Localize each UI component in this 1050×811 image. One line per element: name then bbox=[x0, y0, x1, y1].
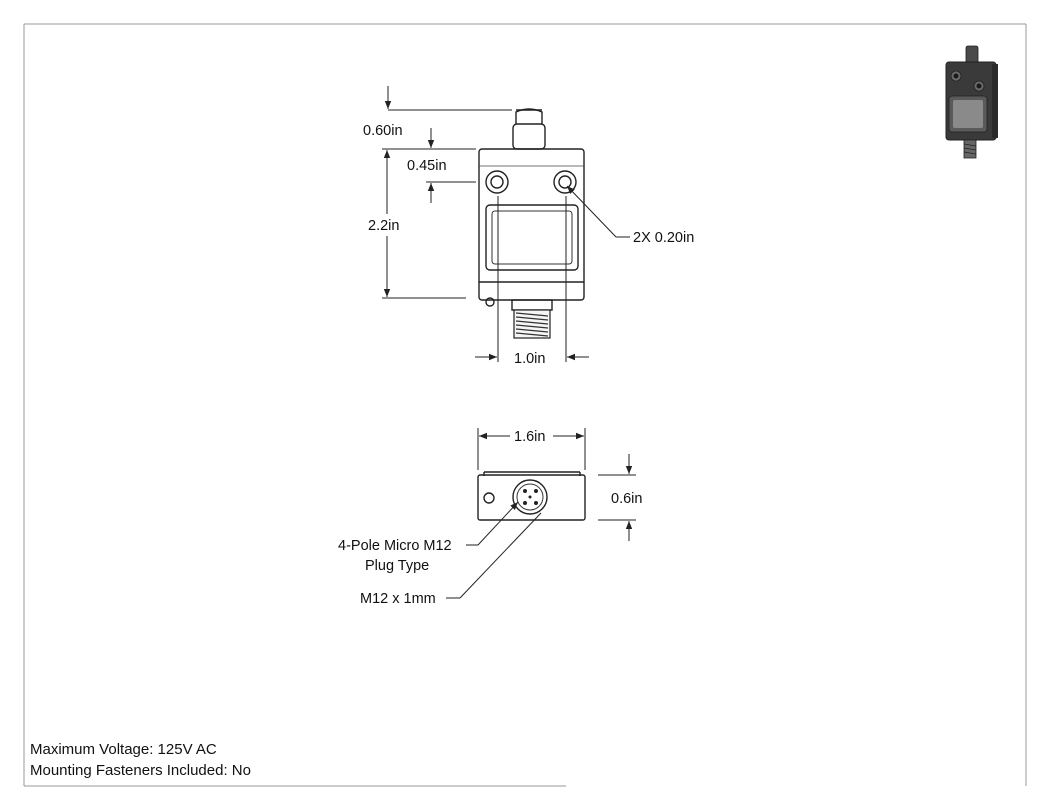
dim-body-height-label: 2.2in bbox=[368, 218, 399, 234]
bottom-body bbox=[477, 474, 586, 521]
dim-hole-offset: 0.45in bbox=[407, 128, 476, 203]
callout-thread-label: M12 x 1mm bbox=[360, 591, 436, 607]
dim-plunger-height: 0.60in bbox=[363, 86, 512, 139]
plunger bbox=[512, 108, 546, 150]
callout-thread: M12 x 1mm bbox=[360, 512, 542, 607]
dim-body-height: 2.2in bbox=[368, 148, 476, 299]
product-thumbnail bbox=[945, 45, 998, 159]
dim-body-width: 1.0in bbox=[475, 196, 589, 367]
dim-bottom-width: 1.6in bbox=[477, 428, 586, 470]
label-window bbox=[485, 204, 579, 271]
sheet-border bbox=[23, 23, 1027, 787]
bottom-view bbox=[477, 471, 586, 521]
mounting-holes bbox=[485, 170, 577, 194]
dim-bottom-depth-label: 0.6in bbox=[611, 491, 642, 507]
m12-connector bbox=[512, 479, 548, 515]
callout-connector-type-line1: 4-Pole Micro M12 bbox=[338, 538, 452, 554]
dim-bottom-width-label: 1.6in bbox=[514, 429, 545, 445]
callout-hole-diameter-label: 2X 0.20in bbox=[633, 230, 694, 246]
callout-connector-type: 4-Pole Micro M12 Plug Type bbox=[338, 501, 519, 574]
spec-mounting-fasteners: Mounting Fasteners Included: No bbox=[30, 762, 251, 779]
dim-bottom-depth: 0.6in bbox=[598, 454, 642, 541]
front-view bbox=[478, 108, 585, 339]
dim-plunger-height-label: 0.60in bbox=[363, 123, 403, 139]
spec-max-voltage: Maximum Voltage: 125V AC bbox=[30, 741, 217, 758]
dim-hole-offset-label: 0.45in bbox=[407, 158, 447, 174]
dim-body-width-label: 1.0in bbox=[514, 351, 545, 367]
threaded-connector bbox=[513, 309, 551, 339]
callout-connector-type-line2: Plug Type bbox=[365, 558, 429, 574]
callout-hole-diameter: 2X 0.20in bbox=[566, 185, 694, 246]
